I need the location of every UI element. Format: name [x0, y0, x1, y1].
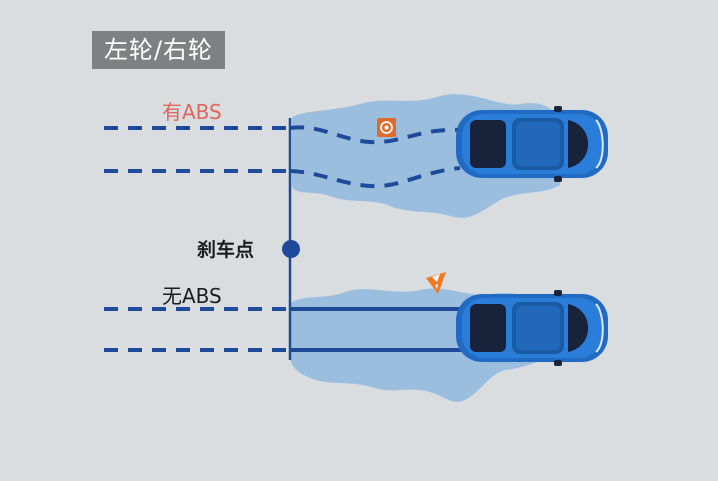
- brake-point-marker: [282, 240, 300, 258]
- traffic-cone-icon: [426, 272, 446, 294]
- car-icon: [456, 290, 608, 366]
- abs-off-label: 无ABS: [162, 284, 222, 308]
- brake-warning-icon: [377, 118, 396, 137]
- abs-on-track-bottom-wavy: [289, 166, 461, 189]
- abs-on-label: 有ABS: [162, 100, 222, 124]
- title-badge: 左轮/右轮: [92, 31, 225, 69]
- brake-point-label: 刹车点: [197, 239, 255, 261]
- abs-on-track-top-wavy: [289, 125, 461, 145]
- car-icon: [456, 106, 608, 182]
